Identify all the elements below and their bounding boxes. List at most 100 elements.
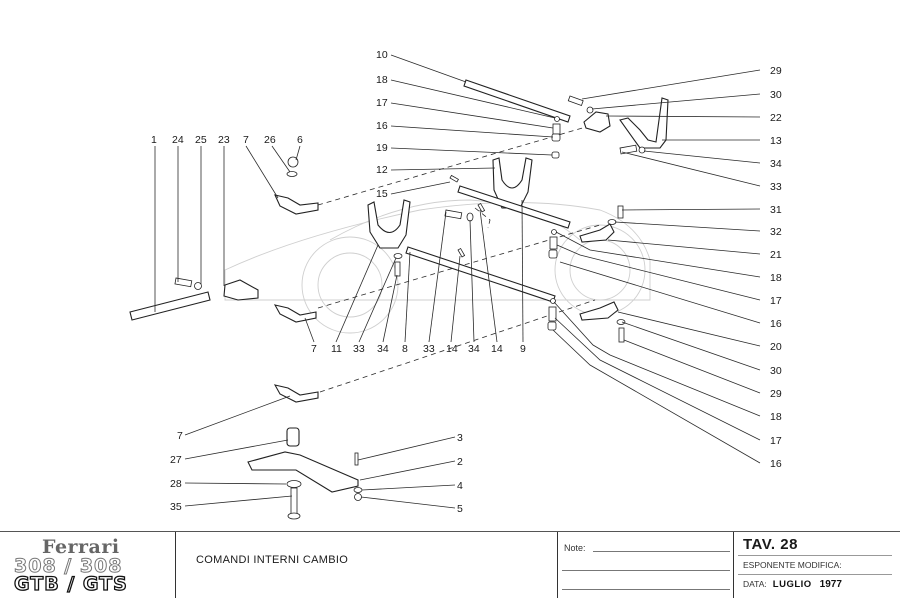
- label-left-23: 23: [218, 134, 230, 146]
- bolt-head-part-35: [287, 512, 301, 520]
- label-right-16a: 16: [770, 318, 782, 330]
- note-line: [562, 589, 730, 590]
- label-bottom-7: 7: [311, 343, 317, 355]
- plunger-part-16b: [548, 249, 558, 259]
- drawing-title: COMANDI INTERNI CAMBIO: [196, 554, 349, 566]
- title-block: Ferrari 308 / 308 GTB / GTS COMANDI INTE…: [0, 531, 900, 598]
- bolt-part-24: [174, 277, 193, 288]
- fork-part-13: [619, 97, 669, 149]
- label-right-29a: 29: [770, 65, 782, 77]
- label-bottom-14a: 14: [446, 343, 458, 355]
- label-bottom-8: 8: [402, 343, 408, 355]
- divider: [733, 532, 735, 598]
- label-top-12: 12: [376, 164, 388, 176]
- finger-part-7c: [273, 384, 319, 403]
- modification-label: ESPONENTE MODIFICA:: [743, 560, 842, 570]
- label-right-18b: 18: [770, 411, 782, 423]
- divider: [557, 532, 559, 598]
- finger-part-7b: [273, 304, 317, 323]
- model-numbers: 308 / 308: [14, 555, 123, 577]
- label-left-7: 7: [243, 134, 249, 146]
- note-line: [562, 570, 730, 571]
- label-top-10: 10: [376, 49, 388, 61]
- label-bottom-11: 11: [331, 343, 342, 355]
- shaft-part-10: [463, 79, 571, 123]
- pin-part-15: [449, 174, 459, 183]
- nut-part-5: [354, 493, 362, 501]
- pin-part-14b: [457, 247, 466, 258]
- finger-part-7a: [274, 194, 319, 215]
- label-lowleft-35: 35: [170, 501, 182, 513]
- parts: [129, 79, 669, 520]
- washer-part-34a: [466, 212, 474, 222]
- label-right-20: 20: [770, 341, 782, 353]
- label-right-17b: 17: [770, 435, 782, 447]
- nut-part-25: [194, 282, 202, 290]
- washer-part-34c: [638, 146, 646, 154]
- separator: [738, 574, 892, 575]
- bushing-part-27: [286, 427, 300, 447]
- ball-part-18a: [554, 116, 560, 122]
- label-right-30b: 30: [770, 365, 782, 377]
- bolt-part-35: [290, 487, 298, 515]
- bolt-part-29a: [567, 95, 584, 106]
- shaft-part-1: [129, 291, 211, 321]
- washer-part-30b: [616, 319, 626, 325]
- washer-part-34b: [393, 253, 403, 259]
- selector-part-23: [223, 279, 259, 301]
- bolt-part-33c: [619, 144, 638, 155]
- label-left-25: 25: [195, 134, 207, 146]
- bolt-part-31: [617, 205, 624, 219]
- pin-part-14a: [477, 202, 486, 213]
- leader-lines: [154, 54, 761, 509]
- subject-cell: COMANDI INTERNI CAMBIO: [176, 532, 556, 598]
- label-bottom-34b: 34: [468, 343, 480, 355]
- label-top-15: 15: [376, 188, 388, 200]
- date-month: LUGLIO: [772, 579, 812, 590]
- label-left-24: 24: [172, 134, 184, 146]
- label-lowright-2: 2: [457, 456, 463, 468]
- label-lowleft-27: 27: [170, 454, 182, 466]
- shaft-part-8: [405, 246, 556, 303]
- plunger-part-16a: [551, 133, 561, 142]
- nut-part-6: [287, 156, 299, 168]
- selector-part-21: [579, 223, 615, 243]
- brand-name: Ferrari: [42, 536, 120, 558]
- table-number: TAV. 28: [743, 536, 798, 553]
- label-left-26: 26: [264, 134, 276, 146]
- label-top-18: 18: [376, 74, 388, 86]
- model-variants: GTB / GTS: [13, 573, 128, 595]
- pin-part-3: [354, 452, 359, 466]
- washer-part-26: [286, 171, 298, 177]
- washer-part-4: [353, 487, 363, 493]
- ferrari-308-logo: Ferrari 308 / 308 GTB / GTS: [0, 532, 175, 598]
- selector-part-22: [583, 111, 611, 133]
- notes-cell: Note:: [557, 532, 732, 598]
- spring-part-17b: [549, 236, 558, 250]
- label-right-31: 31: [770, 204, 782, 216]
- bracket-part-2: [247, 451, 359, 493]
- label-top-19: 19: [376, 142, 388, 154]
- spring-part-17c: [548, 306, 557, 322]
- label-right-34: 34: [770, 158, 782, 170]
- label-right-33: 33: [770, 181, 782, 193]
- selector-part-20: [579, 301, 619, 321]
- label-bottom-33b: 33: [423, 343, 435, 355]
- label-right-32: 32: [770, 226, 782, 238]
- label-bottom-33a: 33: [353, 343, 365, 355]
- label-left-1: 1: [151, 134, 157, 146]
- exploded-parts-diagram: 1 24 25 23 7 26 6 10 18 17 16 19 12 15 7…: [129, 49, 782, 520]
- label-right-29b: 29: [770, 388, 782, 400]
- label-bottom-34a: 34: [377, 343, 389, 355]
- bolt-part-33b: [394, 261, 401, 277]
- date-label: DATA:: [743, 579, 767, 589]
- fork-part-12: [492, 157, 533, 209]
- ball-part-18b: [551, 229, 557, 235]
- label-left-6: 6: [297, 134, 303, 146]
- label-right-17a: 17: [770, 295, 782, 307]
- note-line: [593, 551, 730, 552]
- label-bottom-9: 9: [520, 343, 526, 355]
- label-lowright-3: 3: [457, 432, 463, 444]
